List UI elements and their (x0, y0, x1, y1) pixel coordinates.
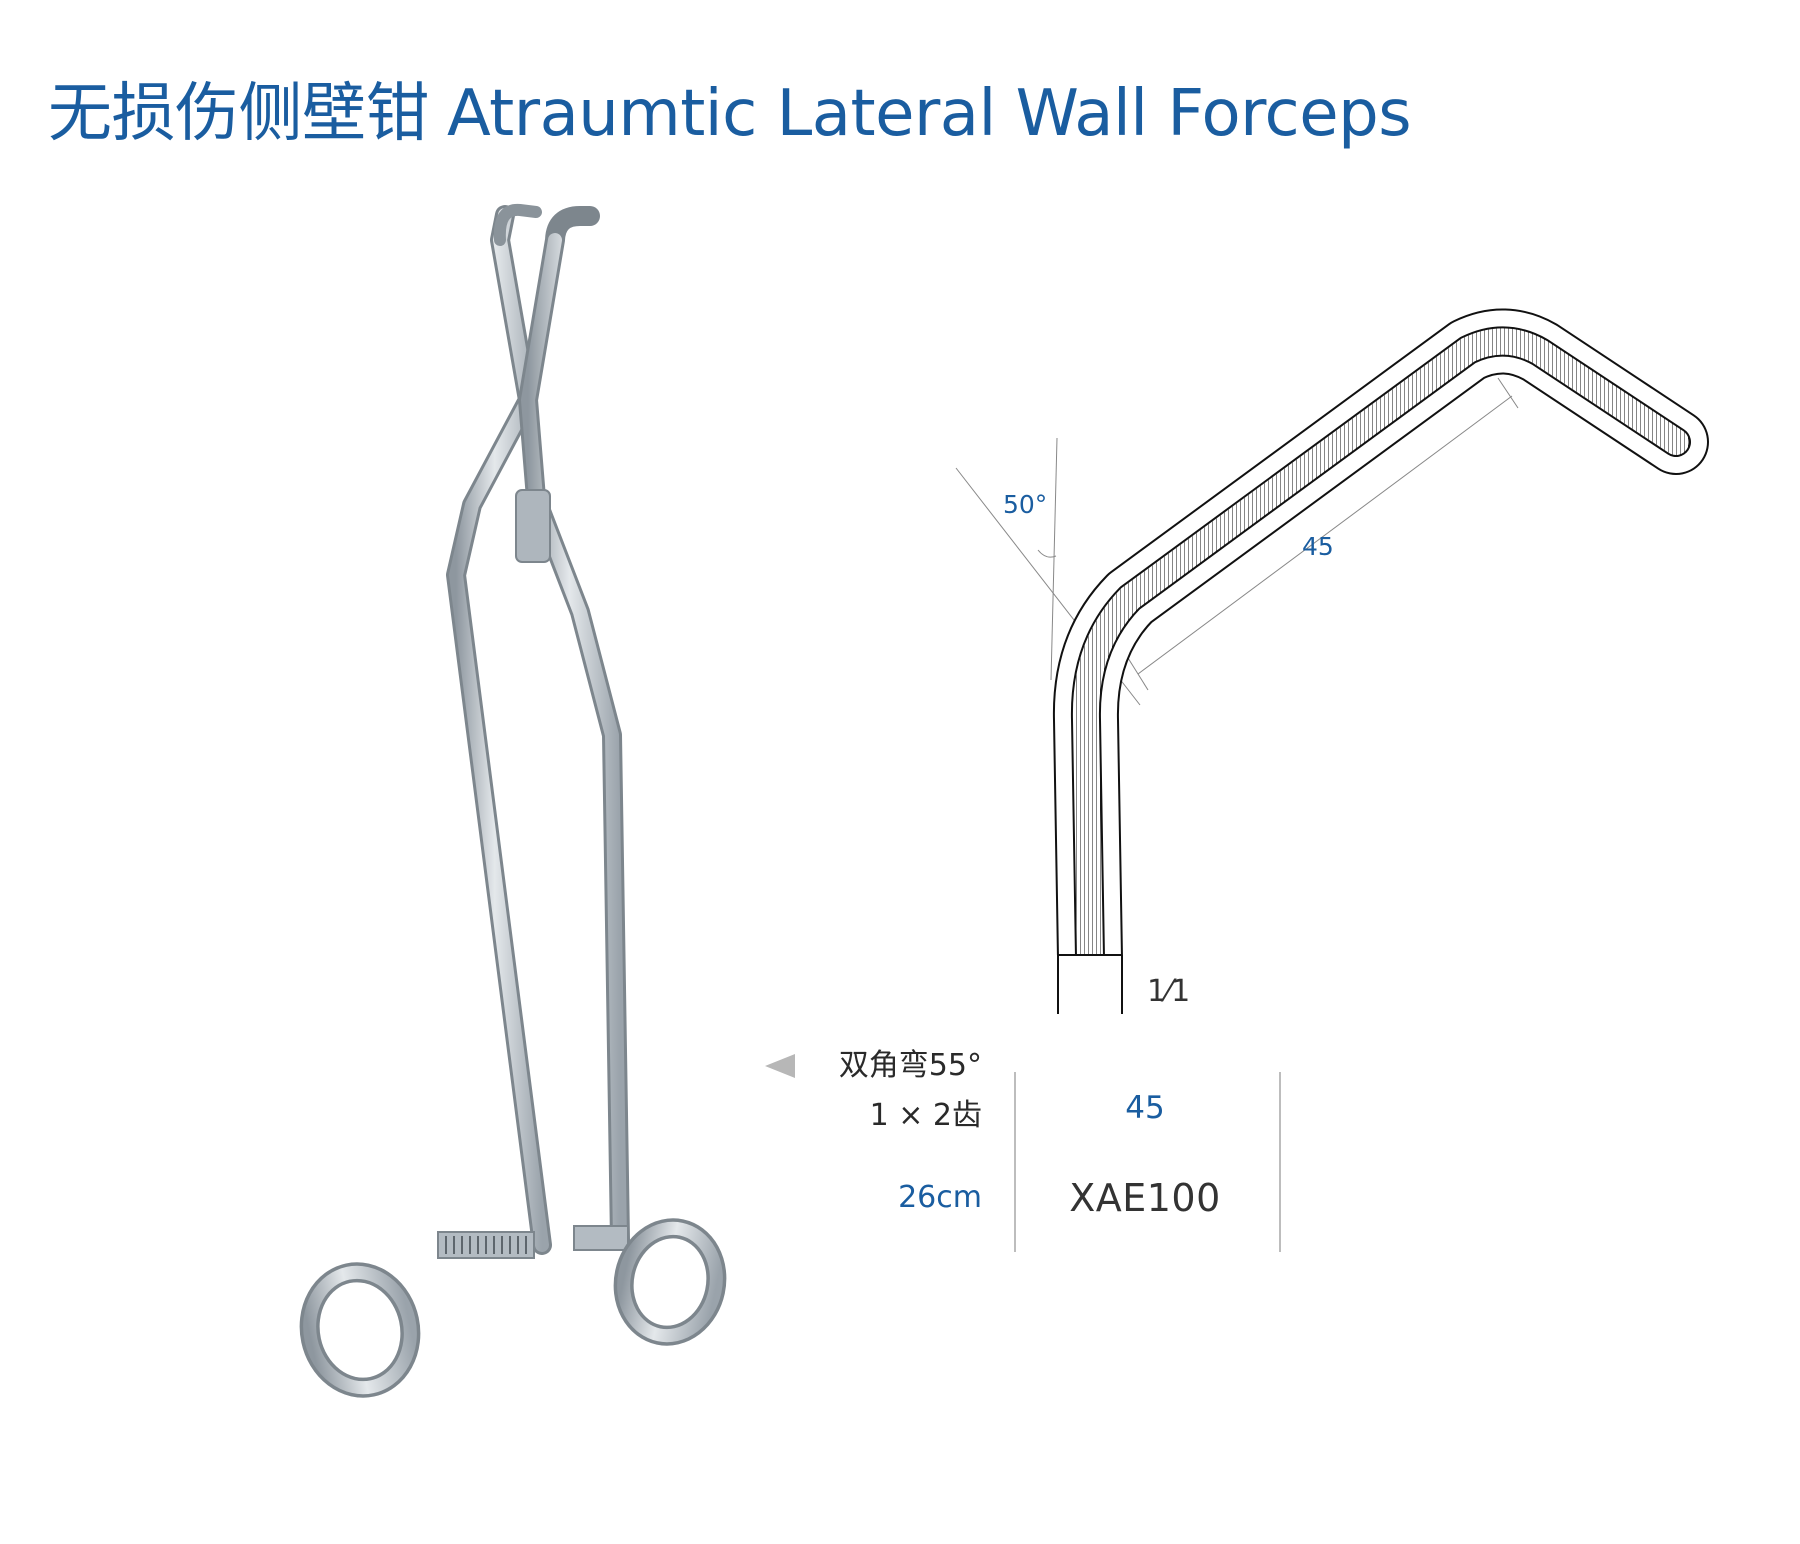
product-code: XAE100 (1069, 1176, 1221, 1220)
reference-vertical (1050, 437, 1058, 681)
title-en: Atraumtic Lateral Wall Forceps (447, 77, 1412, 151)
dimension-line (1137, 395, 1513, 675)
spec-jaw-length: 45 (1125, 1090, 1165, 1126)
length-label: 45 (1302, 532, 1334, 561)
forceps-joint (515, 489, 551, 563)
spec-teeth: 1 × 2齿 (869, 1098, 982, 1133)
forceps-photo (299, 203, 727, 1398)
jaw-teeth (1072, 328, 1689, 971)
ratchet-right (573, 1225, 629, 1251)
scale-label: 1⁄1 (1147, 974, 1191, 1009)
finger-ring-left (299, 1262, 421, 1398)
angle-arc (1037, 549, 1057, 558)
triangle-left-icon (765, 1054, 795, 1078)
spec-bend: 双角弯55° (838, 1048, 982, 1083)
spec-size: 26cm (898, 1180, 982, 1215)
angle-label: 50° (1003, 490, 1048, 519)
jaw-diagram (955, 308, 1709, 1015)
finger-ring-right (613, 1218, 727, 1346)
title-cn: 无损伤侧壁钳 (48, 77, 430, 151)
